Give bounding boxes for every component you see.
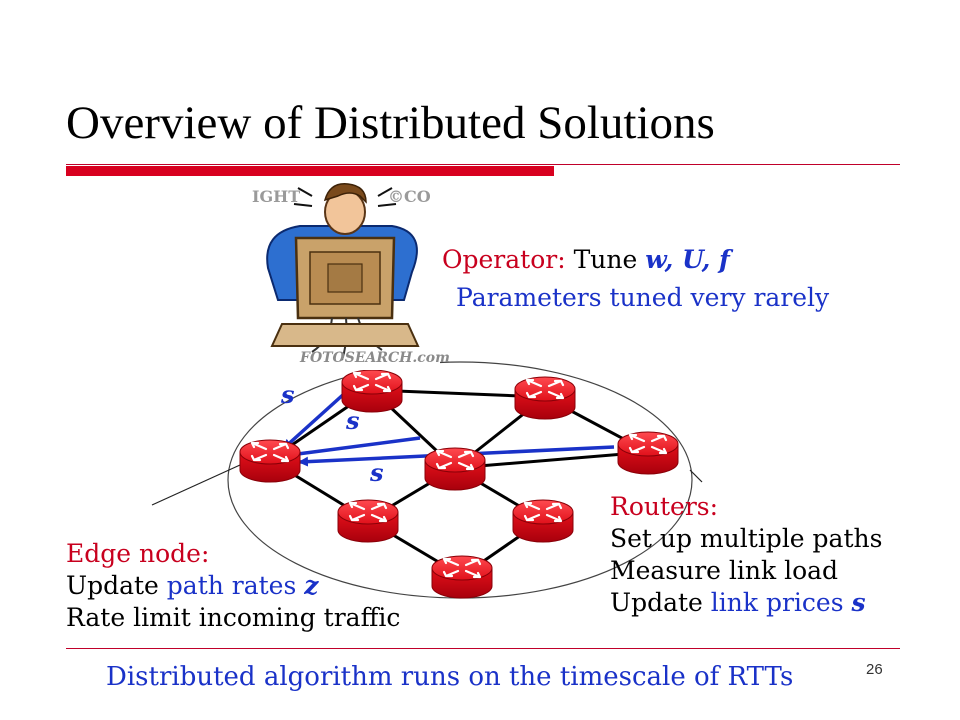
title-underline-thick [66,166,554,176]
routers-line3-prefix: Update [610,588,703,617]
footer-rule [66,648,900,649]
router [430,554,494,600]
edge-router [238,438,302,484]
slide-title: Overview of Distributed Solutions [66,97,715,149]
edge-node-line1-prefix: Update [66,571,159,600]
title-underline-thin [66,164,900,165]
routers-line1: Set up multiple paths [610,524,883,553]
router [616,430,680,476]
operator-line: Operator: Tune w, U, f [442,244,730,276]
edge-node-line2: Rate limit incoming traffic [66,603,401,632]
edge-node-path-rates: path rates [166,571,297,600]
link-label-s: s [345,406,360,435]
router [511,498,575,544]
slide-number: 26 [866,661,883,678]
operator-clipart: IGHT ©CO FOTOSEARCH.com [250,180,450,370]
routers-block: Routers: Set up multiple paths Measure l… [610,491,882,619]
routers-label: Routers: [610,492,719,521]
watermark-text: ©CO [388,187,431,206]
footer-text: Distributed algorithm runs on the timesc… [106,662,794,692]
edge-node-var-z: z [304,571,319,600]
price-arrow [282,391,347,450]
routers-link-prices: link prices [710,588,844,617]
operator-note: Parameters tuned very rarely [456,283,830,312]
operator-label: Operator: [442,245,566,274]
operator-params: w, U, f [645,245,730,274]
price-arrow [288,436,421,459]
edge-node-block: Edge node: Update path rates z Rate limi… [66,538,400,634]
routers-line2: Measure link load [610,556,839,585]
link-label-s: s [369,458,384,487]
router [423,446,487,492]
edge-node-label: Edge node: [66,539,210,568]
edge-node-line1: Update path rates z [66,570,400,602]
watermark-text: IGHT [252,187,300,206]
link-label-s: s [280,380,295,409]
router [513,375,577,421]
operator-action: Tune [573,245,638,274]
routers-line3: Update link prices s [610,587,882,619]
edge-node-callout-line [151,464,241,506]
routers-var-s: s [851,588,866,617]
router [336,498,400,544]
routers-callout-line [689,469,703,483]
watermark-logo: FOTOSEARCH.com [299,350,450,366]
